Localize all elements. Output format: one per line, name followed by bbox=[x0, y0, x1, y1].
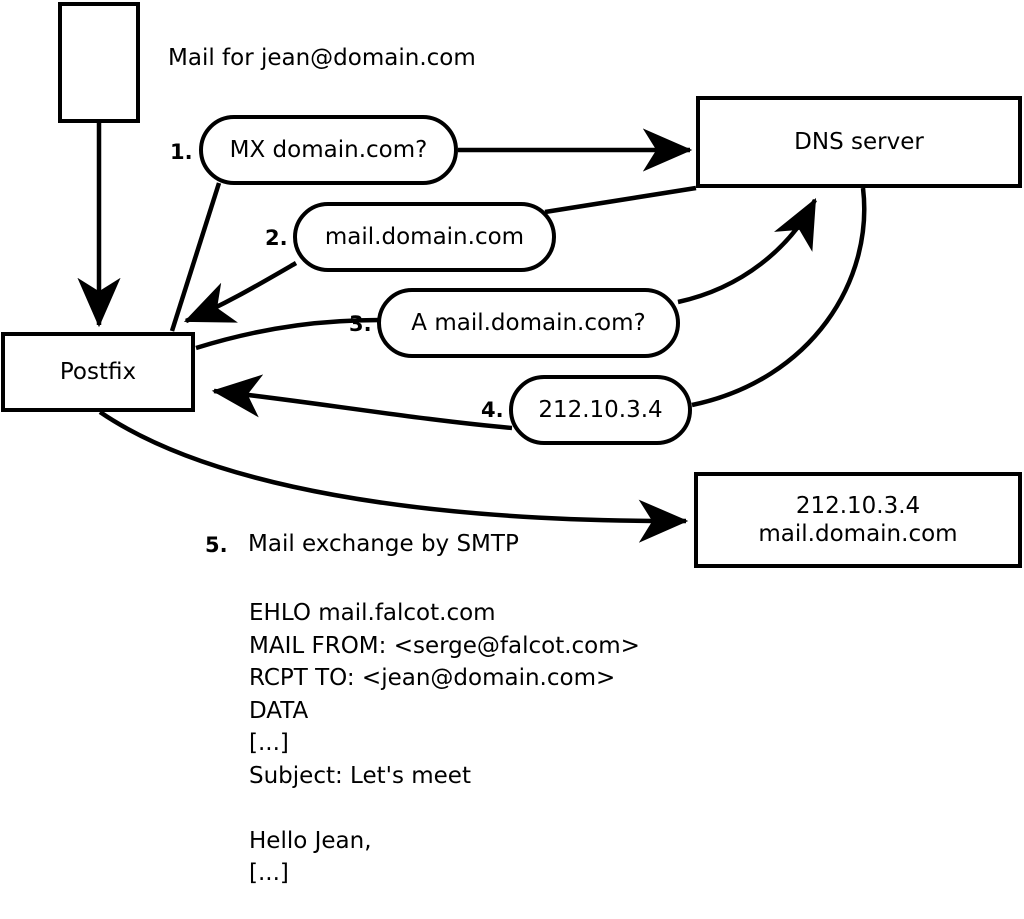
line-step2-dns-to-bubble bbox=[544, 185, 697, 215]
arrow-step2-to-postfix bbox=[183, 261, 298, 324]
bubble-step-3: A mail.domain.com? bbox=[377, 288, 680, 358]
arrow-step4-to-postfix bbox=[211, 374, 513, 431]
sender-box bbox=[58, 2, 140, 123]
bubble-step-1: MX domain.com? bbox=[199, 115, 458, 185]
line-step4-dns-to-bubble bbox=[691, 187, 867, 408]
dns-server-box: DNS server bbox=[696, 96, 1022, 188]
bubble-step-4: 212.10.3.4 bbox=[509, 375, 692, 445]
arrow-step3-to-dns bbox=[677, 198, 817, 305]
target-server-hostname: mail.domain.com bbox=[758, 521, 958, 547]
smtp-transcript-line: RCPT TO: <jean@domain.com> bbox=[249, 665, 616, 691]
smtp-transcript-line: EHLO mail.falcot.com bbox=[249, 600, 496, 626]
line-step1-tail bbox=[169, 182, 222, 332]
target-server-box: 212.10.3.4 mail.domain.com bbox=[694, 472, 1022, 568]
step-number-2: 2. bbox=[265, 226, 288, 250]
smtp-transcript-line: Hello Jean, bbox=[249, 827, 372, 854]
step-number-3: 3. bbox=[349, 312, 372, 336]
arrow-step5-to-target bbox=[98, 410, 689, 543]
step-number-5: 5. bbox=[205, 533, 228, 557]
smtp-transcript-line: MAIL FROM: <serge@falcot.com> bbox=[249, 632, 640, 659]
header-note: Mail for jean@domain.com bbox=[168, 45, 476, 71]
smtp-transcript-line bbox=[249, 890, 640, 919]
step-number-1: 1. bbox=[170, 140, 193, 164]
smtp-transcript-line: Subject: Let's meet bbox=[249, 762, 471, 789]
step-number-4: 4. bbox=[481, 398, 504, 422]
line-step3-postfix-to-bubble bbox=[195, 317, 382, 351]
step5-label: Mail exchange by SMTP bbox=[248, 531, 519, 557]
smtp-transcript-line: [...] bbox=[249, 860, 289, 886]
target-server-ip: 212.10.3.4 bbox=[795, 492, 921, 519]
smtp-transcript-line: DATA bbox=[249, 697, 309, 724]
smtp-transcript-line bbox=[249, 792, 640, 825]
smtp-transcript-line: [...] bbox=[249, 730, 289, 756]
postfix-box: Postfix bbox=[1, 332, 195, 412]
bubble-step-2: mail.domain.com bbox=[293, 202, 556, 272]
